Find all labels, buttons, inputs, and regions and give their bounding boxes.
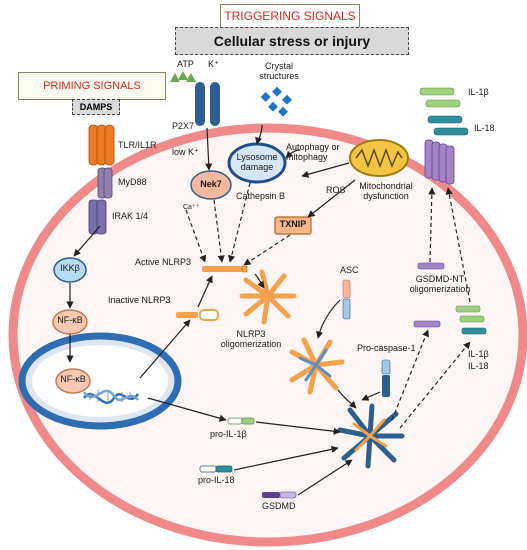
crystal-diamonds-icon	[260, 86, 292, 117]
il18-top-label: IL-18	[474, 123, 495, 133]
priming-signals-box: PRIMING SIGNALS	[18, 72, 166, 100]
inactive-nlrp3-icon	[176, 309, 219, 321]
nlrp3-asc-complex-icon	[289, 337, 345, 395]
triggering-signals-box: TRIGGERING SIGNALS	[220, 4, 360, 28]
myd88-label: MyD88	[118, 177, 147, 187]
active-nlrp3-icon	[202, 265, 248, 273]
nucleus-inner	[32, 345, 168, 417]
txnip-label: TXNIP	[279, 219, 307, 229]
cathepsin-label: Cathepsin B	[236, 191, 286, 201]
released-il18-icon	[427, 115, 469, 136]
nfkb-nucleus-node	[55, 368, 91, 394]
gsdmd-icon	[262, 491, 297, 499]
dashed-arrows	[185, 182, 471, 429]
il1b-top-label: IL-1β	[468, 87, 489, 97]
atp-label: ATP	[177, 59, 194, 69]
tlr-receptor-icon	[88, 124, 115, 166]
irak-label: IRAK 1/4	[112, 211, 149, 221]
gsdmd-nt-fragments-icon	[413, 262, 445, 328]
il1b-right-label: IL-1β	[468, 349, 489, 359]
pro-caspase-icon	[381, 359, 391, 397]
cellular-stress-box: Cellular stress or injury	[175, 27, 409, 55]
p2x7-label: P2X7	[172, 121, 195, 131]
active-nlrp3-label: Active NLRP3	[135, 257, 192, 267]
gasdermin-pore-icon	[424, 139, 455, 185]
pro-il18-icon	[199, 465, 233, 473]
nek7-node	[190, 170, 232, 200]
nfkb-label: NF-κB	[57, 315, 83, 325]
damps-box: DAMPS	[72, 99, 120, 115]
asc-label: ASC	[340, 265, 359, 275]
pro-il18-label: pro-IL-18	[198, 475, 235, 485]
p2x7-channel-icon	[195, 82, 220, 126]
ikkb-label: IKKβ	[60, 263, 80, 273]
mitochondrion-icon	[349, 139, 409, 177]
il18-right-label: IL-18	[468, 361, 489, 371]
irak-icon	[88, 199, 107, 235]
low-k-label: low K⁺	[172, 147, 199, 157]
gsdmd-label: GSDMD	[262, 501, 296, 511]
released-il1b-icon	[419, 87, 461, 108]
inflammasome-complex-icon	[337, 403, 405, 469]
myd88-icon	[97, 167, 113, 199]
pro-caspase-label: Pro-caspase-1	[357, 343, 416, 353]
cytosolic-cytokines-icon	[455, 305, 487, 335]
tlr-label: TLR/IL1R	[118, 140, 157, 150]
pro-il1b-icon	[227, 417, 255, 425]
txnip-node	[274, 216, 312, 235]
k-plus-label: K⁺	[208, 59, 219, 69]
nlrp3-oligomer-icon	[239, 269, 297, 325]
inactive-nlrp3-label: Inactive NLRP3	[108, 295, 171, 305]
atp-triangles-icon	[170, 71, 196, 82]
dna-helix-icon	[82, 389, 140, 405]
ikkb-node	[53, 257, 87, 283]
signaling-arrows	[66, 124, 381, 496]
pro-il1b-label: pro-IL-1β	[210, 429, 247, 439]
ros-label: ROS	[326, 185, 346, 195]
nfkb-nucleus-label: NF-κB	[60, 374, 86, 384]
ca-label: Ca⁺⁺	[183, 204, 200, 211]
nek7-label: Nek7	[200, 179, 222, 189]
asc-icon	[342, 279, 351, 320]
